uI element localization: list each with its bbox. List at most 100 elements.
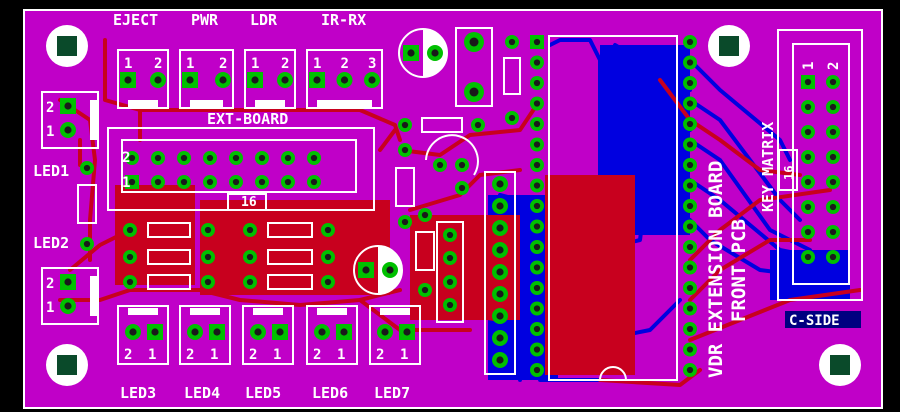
c-side-box bbox=[785, 311, 861, 328]
pad-drill-hole bbox=[421, 211, 429, 219]
mounting-hole-drill bbox=[57, 355, 77, 375]
pads-layer bbox=[46, 25, 861, 386]
pad-drill-hole bbox=[533, 120, 541, 128]
side-connector-latch bbox=[90, 276, 97, 316]
pad-drill-hole bbox=[829, 103, 837, 111]
side-connector-outline bbox=[41, 91, 99, 149]
pad-drill-hole bbox=[180, 178, 188, 186]
pad-drill-hole bbox=[180, 154, 188, 162]
mounting-hole-drill bbox=[830, 355, 850, 375]
pad-drill-hole bbox=[246, 278, 254, 286]
ext-header-key bbox=[227, 193, 267, 211]
pad-drill-hole bbox=[686, 243, 694, 251]
pin-number: 2 bbox=[186, 347, 194, 363]
pad-drill-hole bbox=[421, 286, 429, 294]
pad-drill-hole bbox=[219, 76, 227, 84]
pad-drill-hole bbox=[533, 161, 541, 169]
pin-number: 1 bbox=[337, 347, 345, 363]
pad-drill-hole bbox=[246, 226, 254, 234]
led-connector-outline bbox=[306, 305, 358, 365]
pad-drill-hole bbox=[381, 328, 389, 336]
pad-drill-hole bbox=[496, 202, 504, 210]
pad-drill-hole bbox=[533, 325, 541, 333]
pin-number: 2 bbox=[826, 62, 842, 70]
pad-drill-hole bbox=[804, 103, 812, 111]
pad-drill-hole bbox=[284, 178, 292, 186]
led-connector-latch bbox=[190, 308, 220, 315]
resistor-outline bbox=[395, 167, 415, 207]
pad-drill-hole bbox=[64, 278, 72, 286]
pad-drill-hole bbox=[129, 328, 137, 336]
pad-drill-hole bbox=[206, 154, 214, 162]
pin-number: 2 bbox=[124, 347, 132, 363]
resistor-outline bbox=[147, 222, 191, 238]
pad-drill-hole bbox=[686, 264, 694, 271]
pad-drill-hole bbox=[436, 161, 444, 169]
pad-drill-hole bbox=[686, 141, 694, 148]
pad-drill-hole bbox=[276, 328, 284, 336]
pad-drill-hole bbox=[686, 59, 694, 66]
pin-number: 2 bbox=[122, 150, 130, 166]
pin-number: 1 bbox=[210, 347, 218, 363]
pad-drill-hole bbox=[533, 305, 541, 312]
pad-drill-hole bbox=[254, 328, 262, 336]
connector-latch bbox=[128, 100, 158, 107]
pin-number: 2 bbox=[376, 347, 384, 363]
side-connector-latch bbox=[90, 100, 97, 140]
side-connector-outline bbox=[41, 267, 99, 325]
label-c-side: C-SIDE bbox=[789, 313, 840, 329]
pad-drill-hole bbox=[126, 253, 134, 261]
label-ext-pin-count: 16 bbox=[241, 195, 257, 210]
pad-drill-hole bbox=[204, 226, 212, 234]
resistor-outline bbox=[147, 249, 191, 265]
pin-number: 2 bbox=[249, 347, 257, 363]
pad-drill-hole bbox=[804, 178, 812, 186]
pad-drill-hole bbox=[324, 226, 332, 234]
pin-number: 2 bbox=[154, 56, 162, 72]
resistor-outline bbox=[147, 274, 191, 290]
pad-drill-hole bbox=[446, 278, 454, 286]
pad-drill-hole bbox=[324, 278, 332, 286]
mounting-hole-drill bbox=[719, 36, 739, 56]
header-outline bbox=[436, 221, 464, 323]
pin-number: 1 bbox=[251, 56, 259, 72]
silk-text: EJECT PWR LDR IR-RX EXT-BOARD LED1 LED2 … bbox=[33, 11, 861, 402]
pad-drill-hole bbox=[829, 128, 837, 136]
top-trace bbox=[688, 238, 812, 302]
top-trace bbox=[428, 228, 502, 242]
pad-drill-hole bbox=[496, 180, 504, 188]
pin-number: 2 bbox=[46, 276, 54, 292]
pin-number: 2 bbox=[281, 56, 289, 72]
pad-drill-hole bbox=[213, 328, 221, 336]
pin-number: 1 bbox=[186, 56, 194, 72]
resistor-outline bbox=[77, 184, 97, 224]
pad-drill-hole bbox=[533, 100, 541, 107]
label-irrx: IR-RX bbox=[321, 11, 366, 29]
pad-drill-hole bbox=[533, 202, 541, 210]
pad-drill-hole bbox=[186, 76, 194, 84]
resistor-outline bbox=[267, 249, 313, 265]
connector-latch bbox=[255, 100, 285, 107]
pad-drill-hole bbox=[533, 366, 541, 374]
pad-drill-hole bbox=[251, 76, 259, 84]
bottom-trace bbox=[618, 118, 692, 132]
pad-drill-hole bbox=[191, 328, 199, 336]
pad-drill-hole bbox=[686, 223, 694, 230]
led-connector-latch bbox=[317, 308, 347, 315]
pad-drill-hole bbox=[204, 278, 212, 286]
pad-drill-hole bbox=[804, 253, 812, 261]
pad-drill-hole bbox=[446, 301, 454, 309]
pad-drill-hole bbox=[804, 78, 812, 86]
led-connector-outline bbox=[242, 305, 294, 365]
top-trace bbox=[58, 288, 402, 307]
pad-drill-hole bbox=[340, 328, 348, 336]
pad-drill-hole bbox=[508, 114, 516, 122]
top-trace bbox=[688, 288, 862, 342]
top-trace bbox=[658, 78, 802, 177]
pad-drill-hole bbox=[324, 253, 332, 261]
pad-drill-hole bbox=[126, 278, 134, 286]
pad-drill-hole bbox=[458, 184, 466, 192]
pad-drill-hole bbox=[151, 328, 159, 336]
resistor-outline bbox=[503, 57, 521, 95]
pad-drill-hole bbox=[829, 203, 837, 211]
